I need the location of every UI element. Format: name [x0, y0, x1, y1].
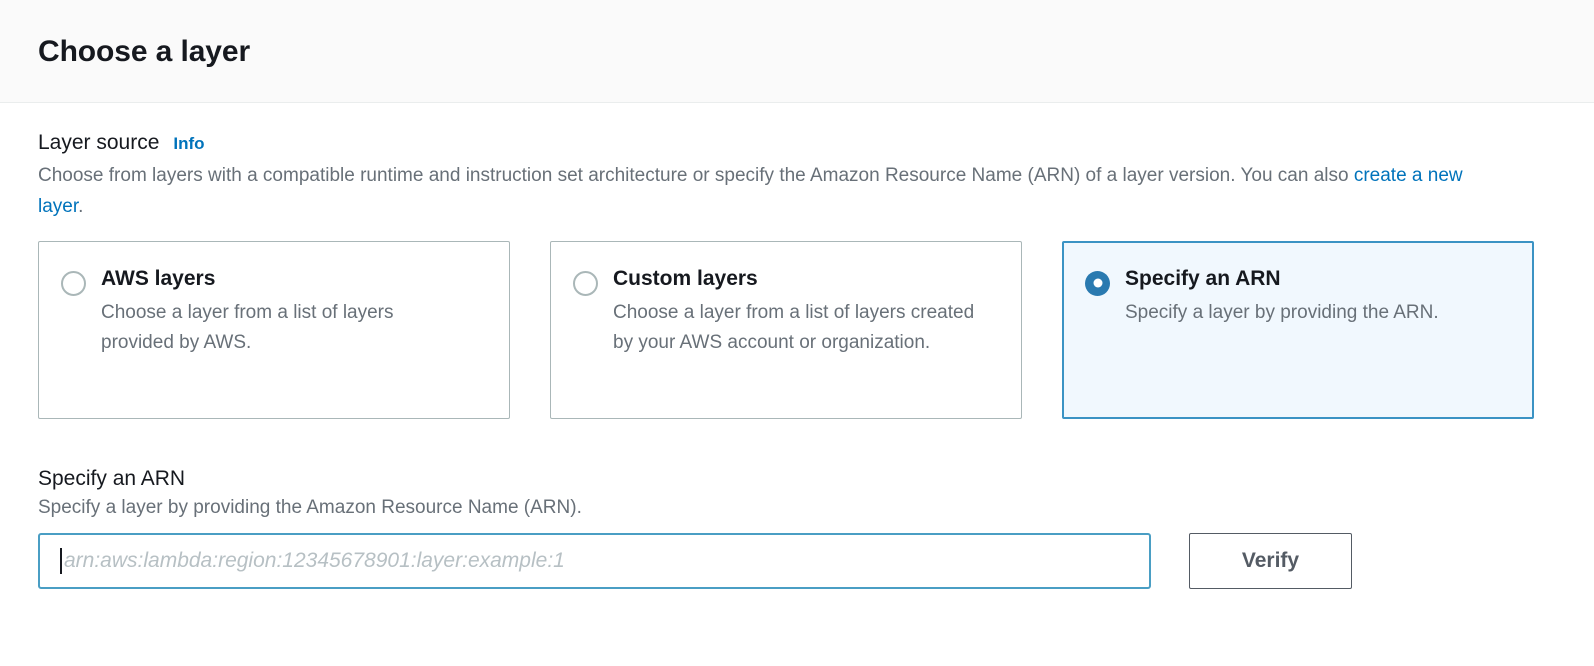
- radio-tile-title-custom-layers: Custom layers: [613, 266, 758, 290]
- verify-button[interactable]: Verify: [1189, 532, 1352, 589]
- arn-section: Specify an ARN Specify a layer by provid…: [38, 467, 1556, 589]
- arn-section-description: Specify a layer by providing the Amazon …: [38, 496, 582, 518]
- arn-section-heading: Specify an ARN: [38, 466, 186, 490]
- create-new-layer-link[interactable]: create a new layer: [38, 165, 1463, 217]
- radio-tile-title-aws-layers: AWS layers: [101, 266, 216, 290]
- radio-tile-description-aws-layers: Choose a layer from a list of layers pro…: [101, 301, 394, 354]
- radio-tile-specify-arn[interactable]: Specify an ARN Specify a layer by provid…: [1062, 240, 1534, 419]
- radio-icon-specify-arn[interactable]: [1085, 270, 1110, 296]
- layer-source-description-text-2: .: [78, 195, 84, 217]
- radio-icon-aws-layers[interactable]: [61, 270, 86, 296]
- modal-header: Choose a layer: [0, 0, 1594, 103]
- radio-tile-description-specify-arn: Specify a layer by providing the ARN.: [1125, 301, 1439, 323]
- layer-source-options: AWS layers Choose a layer from a list of…: [38, 240, 1556, 419]
- radio-tile-aws-layers[interactable]: AWS layers Choose a layer from a list of…: [38, 240, 510, 419]
- arn-input-row: arn:aws:lambda:region:12345678901:layer:…: [38, 532, 1556, 589]
- text-caret: [60, 547, 62, 574]
- layer-source-description-text-1: Choose from layers with a compatible run…: [38, 165, 1354, 186]
- radio-tile-text-aws-layers: AWS layers Choose a layer from a list of…: [101, 266, 463, 359]
- radio-tile-title-specify-arn: Specify an ARN: [1125, 266, 1281, 290]
- info-link[interactable]: Info: [173, 134, 205, 153]
- layer-source-description: Choose from layers with a compatible run…: [38, 161, 1468, 223]
- radio-tile-description-custom-layers: Choose a layer from a list of layers cre…: [613, 301, 975, 354]
- radio-tile-text-custom-layers: Custom layers Choose a layer from a list…: [613, 266, 975, 359]
- arn-input-placeholder: arn:aws:lambda:region:12345678901:layer:…: [64, 548, 565, 572]
- modal-body: Layer source Info Choose from layers wit…: [0, 103, 1594, 589]
- page-title: Choose a layer: [38, 34, 251, 68]
- radio-tile-custom-layers[interactable]: Custom layers Choose a layer from a list…: [550, 240, 1022, 419]
- radio-tile-text-specify-arn: Specify an ARN Specify a layer by provid…: [1125, 266, 1439, 329]
- arn-input[interactable]: arn:aws:lambda:region:12345678901:layer:…: [38, 532, 1151, 589]
- layer-source-label-row: Layer source Info: [38, 131, 1556, 155]
- radio-icon-custom-layers[interactable]: [573, 270, 598, 296]
- layer-source-label: Layer source: [38, 131, 160, 154]
